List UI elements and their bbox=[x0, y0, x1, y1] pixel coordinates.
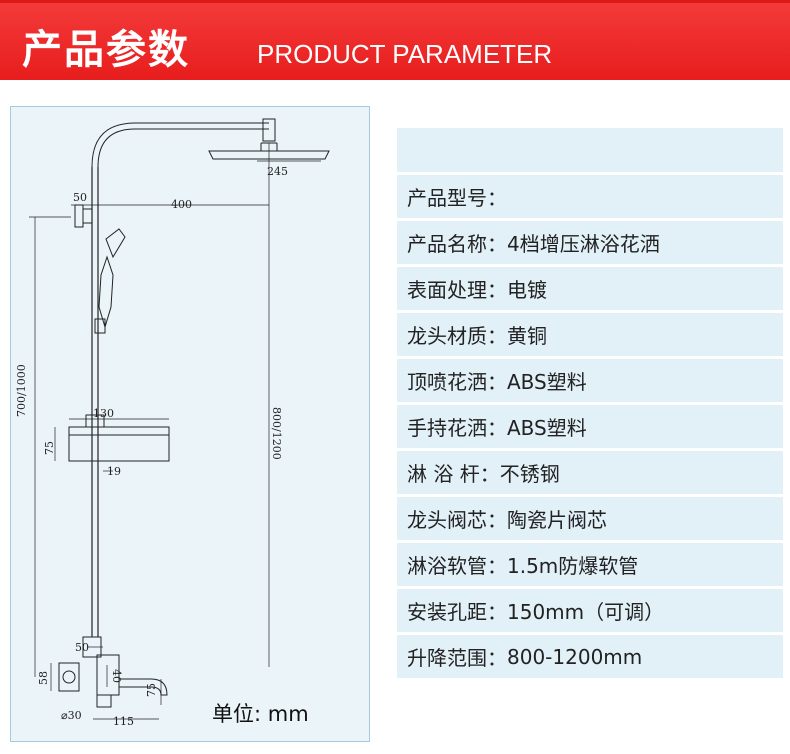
spec-table-header bbox=[397, 128, 783, 172]
spec-label: 淋 浴 杆： bbox=[407, 462, 500, 486]
spec-row: 表面处理：电镀 bbox=[397, 267, 783, 310]
dim-800-1200: 800/1200 bbox=[270, 407, 283, 460]
spec-label: 产品名称： bbox=[407, 232, 507, 256]
dim-30: ⌀30 bbox=[61, 709, 82, 722]
dimension-diagram: 245 400 50 800/1200 700/1000 130 75 19 5… bbox=[10, 106, 370, 742]
spec-label: 产品型号： bbox=[407, 186, 507, 210]
spec-label: 安装孔距： bbox=[407, 600, 507, 624]
spec-label: 龙头阀芯： bbox=[407, 508, 507, 532]
spec-row: 龙头材质：黄铜 bbox=[397, 313, 783, 356]
spec-label: 龙头材质： bbox=[407, 324, 507, 348]
spec-value: 4档增压淋浴花洒 bbox=[507, 232, 660, 256]
dim-400: 400 bbox=[171, 198, 192, 211]
spec-value: 800-1200mm bbox=[507, 644, 643, 669]
dim-245: 245 bbox=[267, 165, 288, 178]
spec-value: 黄铜 bbox=[507, 324, 547, 348]
banner-top-strip bbox=[0, 0, 790, 3]
unit-label: 单位: mm bbox=[212, 702, 309, 726]
spec-value: 电镀 bbox=[507, 278, 547, 302]
spec-label: 淋浴软管： bbox=[407, 554, 507, 578]
spec-label: 表面处理： bbox=[407, 278, 507, 302]
spec-label: 顶喷花洒： bbox=[407, 370, 507, 394]
spec-row: 产品型号： bbox=[397, 175, 783, 218]
spec-row: 龙头阀芯：陶瓷片阀芯 bbox=[397, 497, 783, 540]
dim-115: 115 bbox=[113, 715, 134, 728]
header-banner: 产品参数 PRODUCT PARAMETER bbox=[0, 0, 790, 80]
dim-58: 58 bbox=[37, 671, 50, 685]
dim-700-1000: 700/1000 bbox=[15, 364, 28, 417]
spec-row: 升降范围：800-1200mm bbox=[397, 635, 783, 678]
dim-19: 19 bbox=[107, 465, 121, 478]
spec-row: 产品名称：4档增压淋浴花洒 bbox=[397, 221, 783, 264]
dim-75-basket: 75 bbox=[43, 441, 56, 455]
dim-130: 130 bbox=[93, 407, 114, 420]
shower-drawing: 245 400 50 800/1200 700/1000 130 75 19 5… bbox=[15, 118, 330, 728]
spec-row: 淋浴软管：1.5m防爆软管 bbox=[397, 543, 783, 586]
spec-label: 手持花洒： bbox=[407, 416, 507, 440]
spec-value: 陶瓷片阀芯 bbox=[507, 508, 607, 532]
spec-row: 手持花洒：ABS塑料 bbox=[397, 405, 783, 448]
spec-value: 150mm（可调） bbox=[507, 600, 665, 624]
spec-value: ABS塑料 bbox=[507, 416, 587, 440]
spec-row: 顶喷花洒：ABS塑料 bbox=[397, 359, 783, 402]
banner-title-zh: 产品参数 bbox=[22, 27, 190, 73]
spec-label: 升降范围： bbox=[407, 646, 507, 670]
dim-40: 40 bbox=[110, 669, 123, 683]
spec-row: 安装孔距：150mm（可调） bbox=[397, 589, 783, 632]
dim-50-bottom: 50 bbox=[75, 641, 89, 654]
spec-table: 产品型号： 产品名称：4档增压淋浴花洒 表面处理：电镀 龙头材质：黄铜 顶喷花洒… bbox=[397, 128, 783, 681]
banner-title-en: PRODUCT PARAMETER bbox=[257, 39, 553, 69]
dim-50-top: 50 bbox=[73, 191, 87, 204]
dim-75-spout: 75 bbox=[145, 683, 158, 697]
spec-row: 淋 浴 杆：不锈钢 bbox=[397, 451, 783, 494]
spec-value: 不锈钢 bbox=[499, 462, 560, 486]
spec-value: ABS塑料 bbox=[507, 370, 587, 394]
spec-value: 1.5m防爆软管 bbox=[507, 554, 639, 578]
